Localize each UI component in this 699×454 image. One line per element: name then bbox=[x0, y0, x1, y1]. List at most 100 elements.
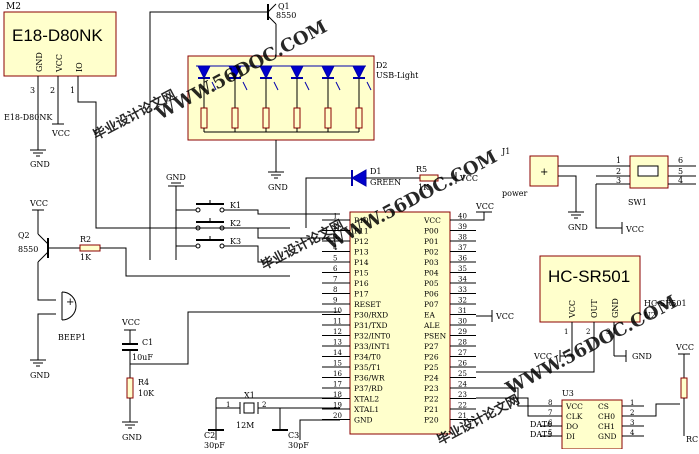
c2-value: 30pF bbox=[204, 441, 225, 449]
led-ray-6 bbox=[366, 81, 372, 91]
mcu-left-pin-name: P13 bbox=[354, 248, 369, 257]
c2-ref: C2 bbox=[204, 431, 215, 440]
mcu-right-pin-name: VCC bbox=[423, 216, 441, 225]
sw1-pin-6: 6 bbox=[678, 156, 683, 165]
u3-net-dat5: DAT5 bbox=[530, 430, 552, 439]
svg-text:+: + bbox=[66, 297, 74, 308]
mcu-right-pin-name: EA bbox=[424, 311, 435, 320]
hc-side-label: HC-SR501 bbox=[644, 299, 687, 308]
rc-label: RC bbox=[686, 435, 698, 444]
mcu-right-pin-name: P26 bbox=[424, 353, 439, 362]
rc-vcc: VCC bbox=[675, 343, 694, 352]
mcu-left-pin-name: P14 bbox=[354, 258, 369, 267]
mcu-left-pin-num: 1 bbox=[333, 213, 337, 221]
mcu-left-pin-name: P33/INT1 bbox=[354, 342, 390, 351]
u3-right-pin-num: 4 bbox=[630, 429, 635, 437]
mcu-right-pin-name: P24 bbox=[424, 374, 439, 383]
button-route-2 bbox=[224, 227, 340, 239]
u3-right-pin-name: CH1 bbox=[598, 422, 615, 431]
led-resistor-2 bbox=[231, 107, 239, 129]
crystal-block: X1 1 2 12M C2 30pF C3 30pF bbox=[204, 391, 340, 450]
mcu-right-pin-num: 25 bbox=[458, 370, 467, 378]
mcu-left-pin-num: 2 bbox=[333, 223, 337, 231]
status-led: D1 GREEN R5 1K VCC bbox=[305, 165, 478, 228]
button-contact-r-1 bbox=[219, 207, 225, 213]
buzzer-block: VCC Q2 8550 R2 1K + BEEP1 GND bbox=[18, 199, 290, 380]
r5-ref: R5 bbox=[416, 165, 427, 174]
sw1-block: 1 2 3 6 5 4 SW1 VCC bbox=[595, 155, 696, 234]
led-ray-1 bbox=[211, 81, 217, 91]
q1-part: 8550 bbox=[276, 11, 296, 20]
btn-gnd-label: GND bbox=[166, 173, 186, 182]
m2-title: E18-D80NK bbox=[12, 26, 103, 45]
u3-left-pin-num: 8 bbox=[548, 399, 552, 407]
led-resistor-4 bbox=[293, 107, 301, 129]
led-2 bbox=[228, 65, 242, 80]
mcu-left-pin-num: 3 bbox=[333, 234, 337, 242]
mcu-left-pin-name: P35/T1 bbox=[354, 363, 381, 372]
mcu-right-pin-num: 37 bbox=[458, 244, 467, 252]
hc-sr501-block: HC-SR501 VCC OUT GND HC-SR501 U2 1 2 3 V… bbox=[476, 255, 687, 373]
ea-vcc-label: VCC bbox=[495, 312, 514, 321]
mcu-left-pin-num: 8 bbox=[333, 286, 337, 294]
led-resistor-5 bbox=[324, 107, 332, 129]
mcu-right-pin-name: P25 bbox=[424, 363, 439, 372]
beep-gnd: GND bbox=[30, 371, 50, 380]
mcu-left-pin-num: 16 bbox=[333, 370, 342, 378]
mcu-left-pin-name: P30/RXD bbox=[354, 311, 388, 320]
mcu-left-pin-num: 6 bbox=[333, 265, 338, 273]
mcu-right-pin-name: P01 bbox=[424, 237, 439, 246]
mcu-right-pin-name: P04 bbox=[424, 269, 439, 278]
hc-pin-num-3: 3 bbox=[606, 328, 610, 336]
hc-pin-vcc: VCC bbox=[568, 300, 577, 319]
u3-right-pin-name: GND bbox=[598, 432, 617, 441]
button-contact-r-3 bbox=[219, 243, 225, 249]
led-ray-4 bbox=[304, 81, 310, 91]
mcu-left-pin-name: P34/T0 bbox=[354, 353, 381, 362]
led-3 bbox=[259, 65, 273, 80]
beep-label: BEEP1 bbox=[58, 333, 86, 342]
u3-left-pin-name: DO bbox=[566, 422, 578, 431]
mcu-right-pin-name: P23 bbox=[424, 384, 439, 393]
hc-pin-gnd: GND bbox=[611, 298, 620, 318]
mcu-right-pin-num: 30 bbox=[458, 318, 467, 326]
mcu-right-pin-num: 27 bbox=[458, 349, 467, 357]
q2-ref: Q2 bbox=[18, 231, 30, 240]
mcu-right-pin-num: 24 bbox=[458, 381, 467, 389]
u3-right-pin-num: 3 bbox=[630, 419, 634, 427]
hc-pin-num-1: 1 bbox=[564, 328, 568, 336]
r2-value: 1K bbox=[80, 253, 92, 262]
u3-right-pin-num: 1 bbox=[630, 399, 634, 407]
m2-pin-num-2: 2 bbox=[50, 86, 55, 95]
led-1 bbox=[197, 65, 211, 80]
x1-ref: X1 bbox=[244, 391, 255, 400]
u3-left-pin-name: DI bbox=[566, 432, 575, 441]
r4-ref: R4 bbox=[138, 378, 149, 387]
mcu-right-pin-name: P03 bbox=[424, 258, 439, 267]
mcu-left-pin-num: 7 bbox=[333, 276, 337, 284]
c1-value: 10uF bbox=[132, 353, 153, 362]
led-ray-2 bbox=[242, 81, 248, 91]
mcu-right-pin-num: 23 bbox=[458, 391, 467, 399]
mcu-right-pin-name: ALE bbox=[423, 321, 440, 330]
mcu-left-pin-num: 12 bbox=[333, 328, 342, 336]
mcu-left-pin-name: P11 bbox=[354, 227, 369, 236]
sw1-ref: SW1 bbox=[628, 198, 647, 207]
led-4 bbox=[290, 65, 304, 80]
led-gnd-label: GND bbox=[268, 183, 288, 192]
r2-ref: R2 bbox=[80, 235, 91, 244]
u3-net-dat6: DAT6 bbox=[530, 420, 552, 429]
m2-gnd-label: GND bbox=[30, 160, 50, 169]
m2-vcc-label: VCC bbox=[51, 129, 70, 138]
m2-pin-io: IO bbox=[75, 62, 84, 72]
mcu-left-pin-num: 13 bbox=[333, 339, 342, 347]
mcu-left-pin-num: 17 bbox=[333, 381, 342, 389]
j1-label: power bbox=[502, 189, 528, 198]
mcu-right-pin-name: P00 bbox=[424, 227, 439, 236]
button-label-3: K3 bbox=[230, 237, 241, 246]
sw1-pin-5: 5 bbox=[678, 167, 683, 176]
u3-right-pin-name: CS bbox=[598, 402, 609, 411]
mcu-right-pin-num: 28 bbox=[458, 339, 467, 347]
mcu-left-pin-num: 15 bbox=[333, 360, 342, 368]
